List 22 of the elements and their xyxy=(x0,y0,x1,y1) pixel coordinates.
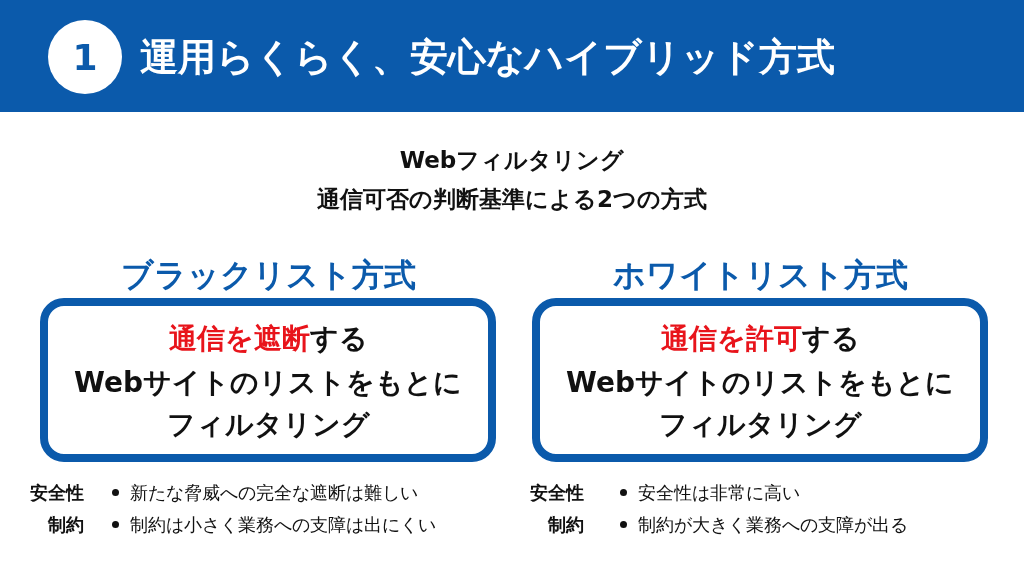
criterion-label: 安全性 xyxy=(30,481,84,505)
method-heading: ブラックリスト方式 xyxy=(119,255,417,296)
body-text: Webサイトのリストをもとに xyxy=(74,365,462,401)
criterion-label: 制約 xyxy=(48,513,84,537)
body-text: Webサイトのリストをもとに xyxy=(566,365,954,401)
body-text: フィルタリング xyxy=(166,407,370,443)
emphasis-text: 通信を遮断 xyxy=(168,322,310,355)
title: 運用らくらく、安心なハイブリッド方式 xyxy=(140,34,835,81)
emphasis-text: 通信を許可 xyxy=(660,322,802,355)
body-text: する xyxy=(801,322,860,355)
criterion-label: 安全性 xyxy=(530,481,584,505)
number-text: 1 xyxy=(72,36,98,78)
body-text: する xyxy=(309,322,368,355)
bullet-text: 新たな脅威への完全な遮断は難しい xyxy=(112,481,418,505)
body-text: フィルタリング xyxy=(658,407,862,443)
subtitle: Webフィルタリング xyxy=(398,146,626,175)
bullet-text: 制約が大きく業務への支障が出る xyxy=(620,513,908,537)
method-heading: ホワイトリスト方式 xyxy=(611,255,909,296)
subtitle: 通信可否の判断基準による2つの方式 xyxy=(316,185,708,214)
bullet-text: 制約は小さく業務への支障は出にくい xyxy=(112,513,436,537)
bullet-text: 安全性は非常に高い xyxy=(620,481,800,505)
criterion-label: 制約 xyxy=(548,513,584,537)
